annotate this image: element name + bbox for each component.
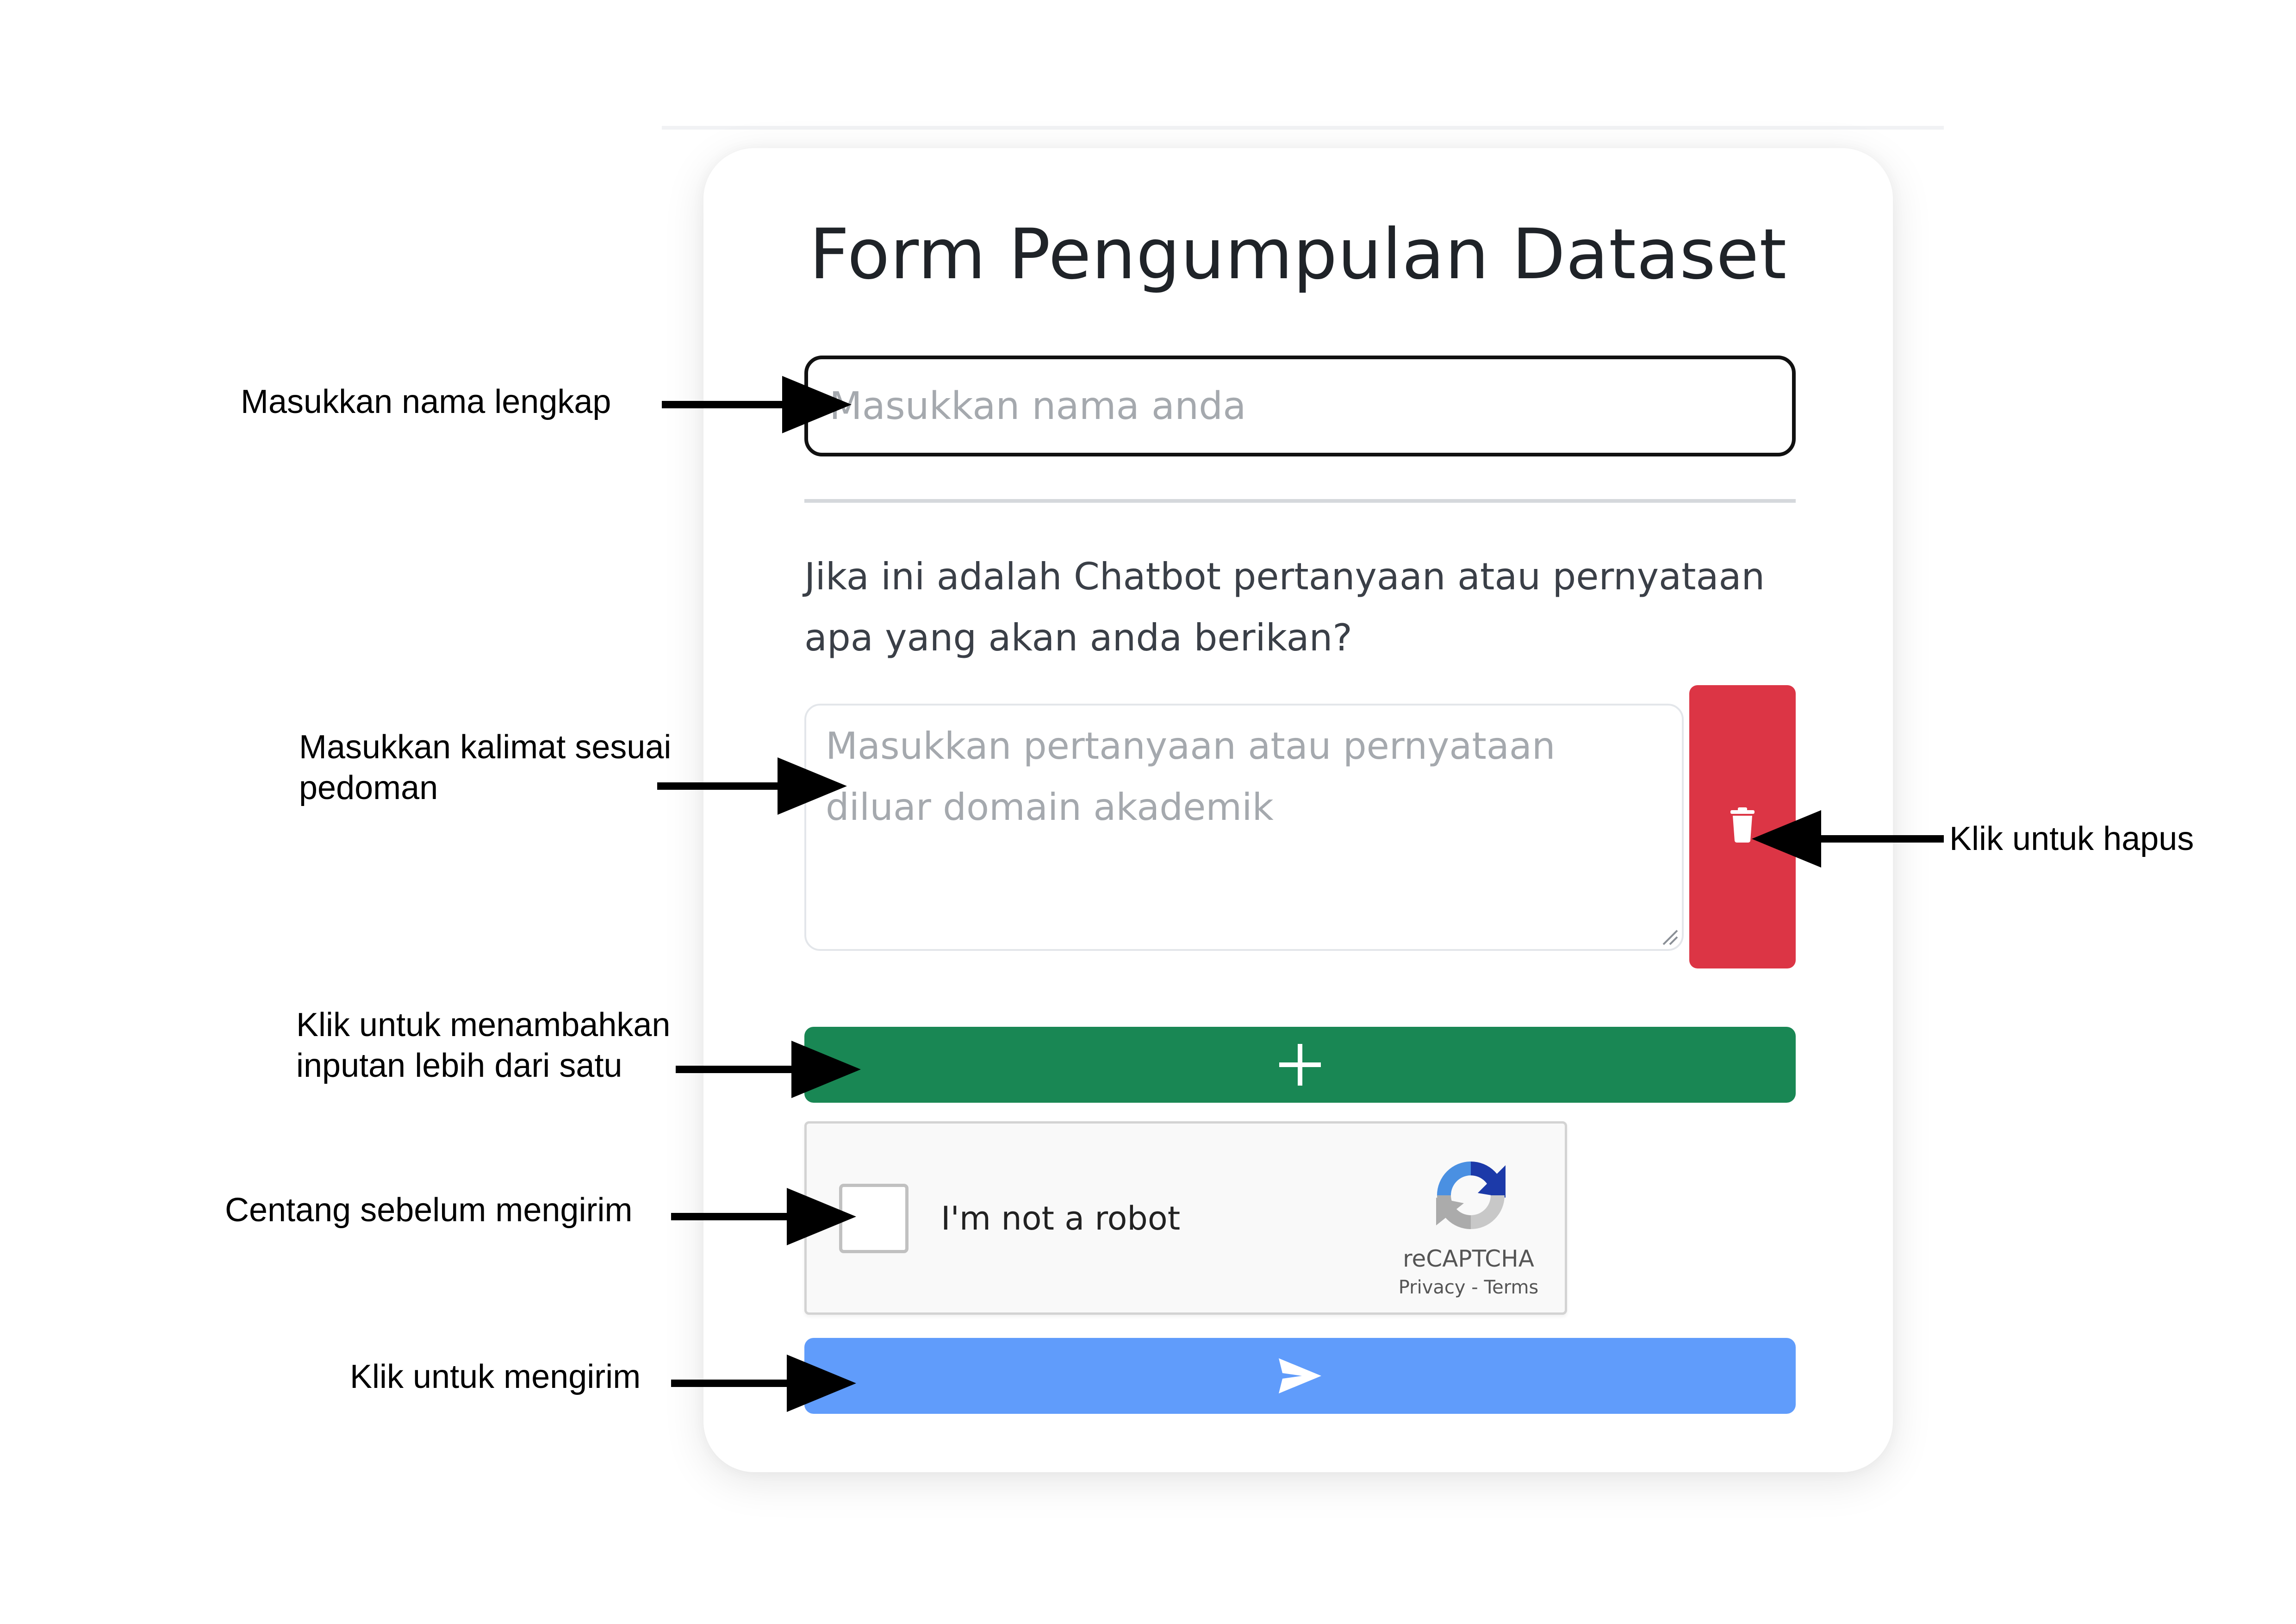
top-divider [662,126,1944,130]
recaptcha-terms-link[interactable]: Terms [1484,1277,1539,1298]
recaptcha-widget: I'm not a robot reCAPTCHA Privacy - Term… [804,1121,1567,1315]
recaptcha-brand: reCAPTCHA [1403,1245,1534,1272]
question-prompt: Jika ini adalah Chatbot pertanyaan atau … [804,555,1765,659]
annotation-sentence-line1: Masukkan kalimat sesuai [299,729,672,766]
resize-handle-icon[interactable] [1660,927,1678,945]
recaptcha-links: Privacy - Terms [1353,1275,1584,1299]
annotation-add-line2: inputan lebih dari satu [296,1047,622,1084]
delete-button[interactable] [1689,685,1796,968]
paper-plane-icon [1279,1358,1321,1393]
recaptcha-checkbox[interactable] [839,1184,908,1253]
recaptcha-label: I'm not a robot [941,1199,1181,1237]
question-field-wrapper [804,704,1684,951]
annotation-send: Klik untuk mengirim [350,1358,641,1395]
add-input-button[interactable] [804,1027,1796,1103]
recaptcha-logo-icon [1436,1162,1506,1229]
annotation-captcha: Centang sebelum mengirim [225,1192,633,1229]
recaptcha-link-separator: - [1465,1277,1484,1298]
trash-icon [1730,807,1755,843]
send-button[interactable] [804,1338,1796,1414]
plus-icon [1279,1044,1321,1086]
form-divider [804,499,1796,503]
page-title: Form Pengumpulan Dataset [809,214,1787,295]
question-textarea[interactable] [804,704,1684,951]
name-input[interactable] [804,356,1796,456]
annotation-name: Masukkan nama lengkap [241,383,611,420]
annotation-add-line1: Klik untuk menambahkan [296,1006,671,1043]
annotation-delete: Klik untuk hapus [1949,820,2194,857]
recaptcha-privacy-link[interactable]: Privacy [1398,1277,1466,1298]
annotation-sentence-line2: pedoman [299,769,438,806]
